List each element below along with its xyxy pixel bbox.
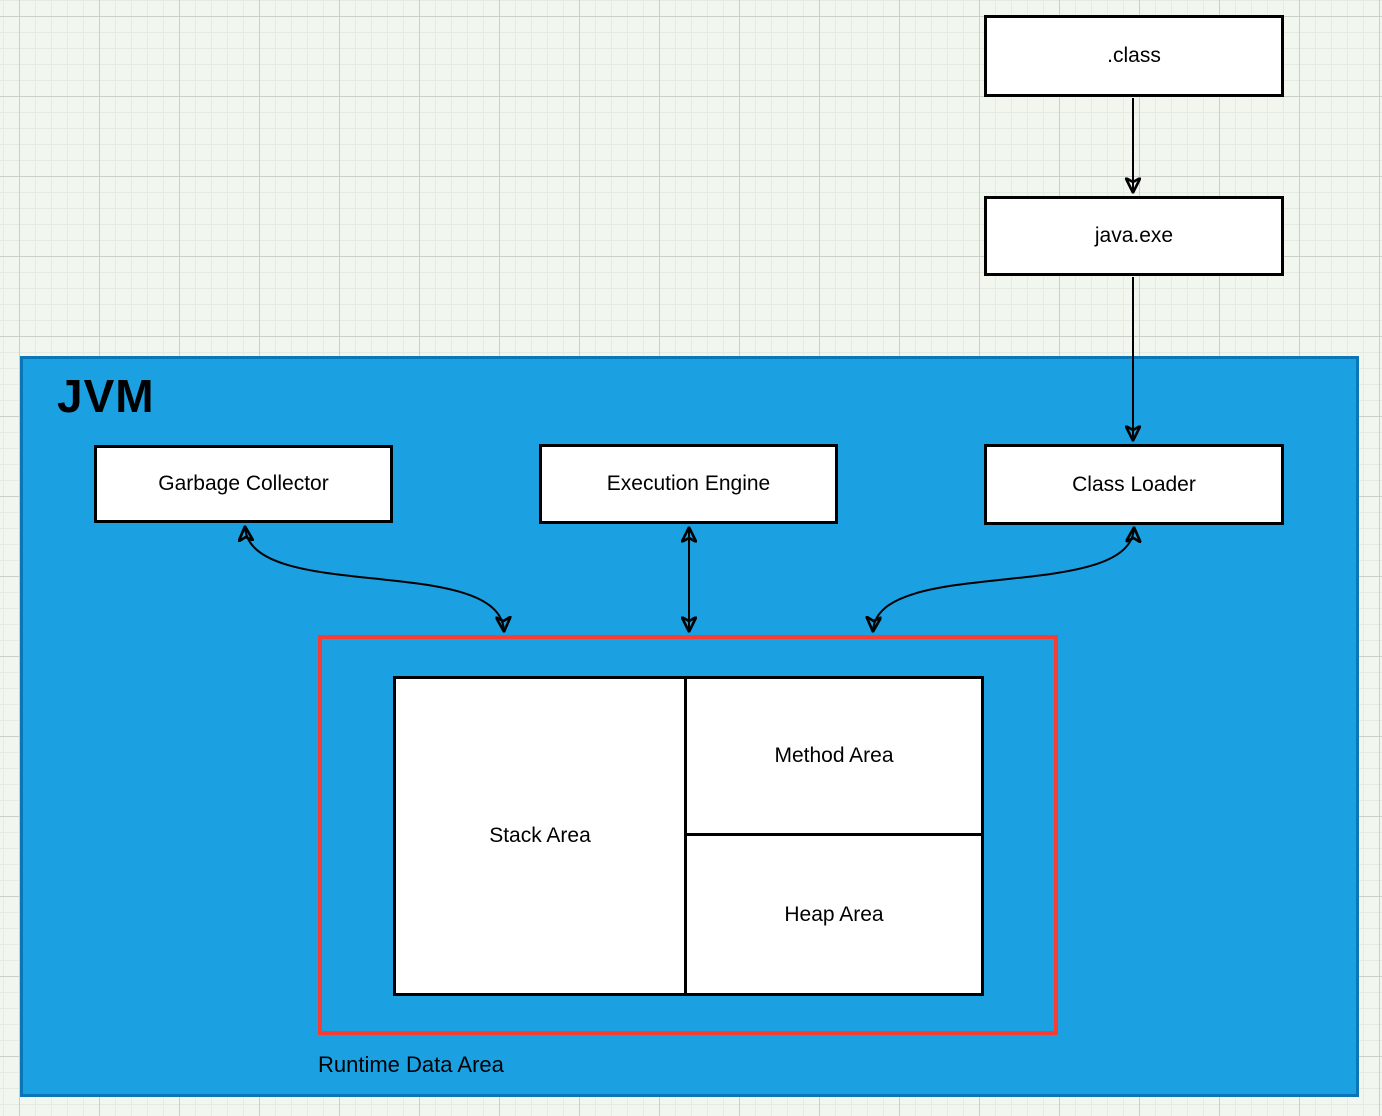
- node-label: Stack Area: [489, 824, 591, 847]
- node-garbage-collector[interactable]: Garbage Collector: [94, 445, 393, 523]
- node-label: Method Area: [774, 744, 894, 767]
- node-label: Execution Engine: [606, 472, 771, 495]
- node-class-file[interactable]: .class: [984, 15, 1284, 97]
- node-method-area[interactable]: Method Area: [687, 679, 981, 836]
- node-execution-engine[interactable]: Execution Engine: [539, 444, 838, 524]
- node-label: Garbage Collector: [158, 472, 329, 495]
- jvm-title: JVM: [57, 370, 155, 422]
- node-label: .class: [1107, 44, 1161, 67]
- runtime-data-area-inner: Stack Area Method Area Heap Area: [393, 676, 984, 996]
- node-java-exe[interactable]: java.exe: [984, 196, 1284, 276]
- node-label: Heap Area: [784, 902, 884, 926]
- runtime-data-area-label: Runtime Data Area: [318, 1052, 504, 1077]
- node-class-loader[interactable]: Class Loader: [984, 444, 1284, 525]
- node-label: java.exe: [1094, 224, 1174, 247]
- node-label: Class Loader: [1072, 472, 1196, 496]
- node-stack-area[interactable]: Stack Area: [396, 679, 687, 993]
- node-heap-area[interactable]: Heap Area: [687, 836, 981, 993]
- runtime-data-area-frame[interactable]: [318, 635, 1058, 1035]
